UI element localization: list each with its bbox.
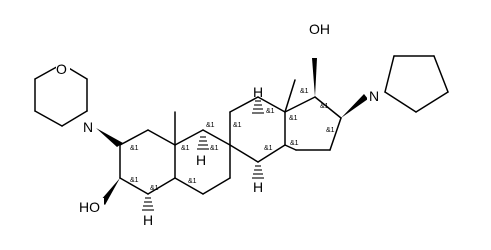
bond	[284, 96, 316, 113]
atom-label-h5: H	[143, 212, 153, 228]
stereo-mark: &1	[300, 88, 309, 95]
stereo-mark: &1	[181, 145, 190, 152]
pyrrolidine-ring	[384, 55, 449, 113]
bond	[257, 144, 286, 163]
bond	[174, 129, 204, 146]
atom-label-h14: H	[253, 179, 263, 195]
stereo-mark: &1	[130, 145, 139, 152]
stereo-mark: &1	[290, 140, 299, 147]
bond	[415, 91, 449, 113]
stereo-mark: &1	[150, 185, 159, 192]
ring-a	[119, 129, 176, 195]
bond	[174, 177, 204, 195]
ring-b	[174, 129, 231, 195]
atom-label-h9: H	[196, 152, 206, 168]
bond	[147, 177, 176, 195]
hash-bond-h9	[197, 136, 209, 150]
bond	[284, 79, 296, 113]
hash-bond-h14	[252, 165, 264, 179]
bond	[229, 96, 259, 113]
atom-label-o-morpholine: O	[56, 61, 67, 77]
bond	[119, 129, 149, 146]
ring-c	[229, 96, 286, 163]
bond	[34, 110, 63, 127]
bond	[257, 96, 286, 113]
stereo-mark: &1	[289, 115, 298, 122]
atom-label-oh3: HO	[79, 199, 100, 215]
wedge-bond	[341, 94, 368, 118]
stereo-mark: &1	[188, 178, 197, 185]
wedge-bond	[96, 128, 123, 147]
stereo-mark: &1	[266, 108, 275, 115]
bond	[119, 177, 149, 195]
bond	[284, 144, 297, 151]
stereo-mark: &1	[206, 122, 215, 129]
stereo-mark: &1	[130, 177, 139, 184]
stereo-mark: &1	[233, 122, 242, 129]
hash-bond-h5	[142, 197, 154, 211]
bond	[314, 96, 342, 119]
ring-d	[284, 96, 342, 151]
stereo-mark: &1	[326, 127, 335, 134]
atom-label-oh17: OH	[309, 21, 330, 37]
stereo-descriptors: &1 &1 &1 &1 &1 &1 &1 &1 &1 &1 &1 &1 &1 &…	[130, 88, 335, 192]
bond	[202, 129, 231, 146]
wedge-bond	[312, 58, 317, 97]
stereo-mark: &1	[210, 145, 219, 152]
bond	[61, 110, 88, 127]
bond	[384, 55, 395, 93]
bond	[384, 91, 417, 113]
atom-label-n-morpholine: N	[83, 119, 93, 135]
bond	[329, 117, 342, 151]
atom-label-n-pyrrolidine: N	[369, 88, 379, 104]
stereo-mark: &1	[320, 103, 329, 110]
stereo-mark: &1	[264, 145, 273, 152]
bond	[433, 55, 449, 93]
bond	[229, 144, 259, 163]
hash-bond-h8	[252, 100, 264, 114]
bond	[202, 177, 231, 195]
bond	[147, 129, 176, 146]
wedge-bond	[100, 178, 120, 205]
atom-label-h8: H	[253, 84, 263, 100]
